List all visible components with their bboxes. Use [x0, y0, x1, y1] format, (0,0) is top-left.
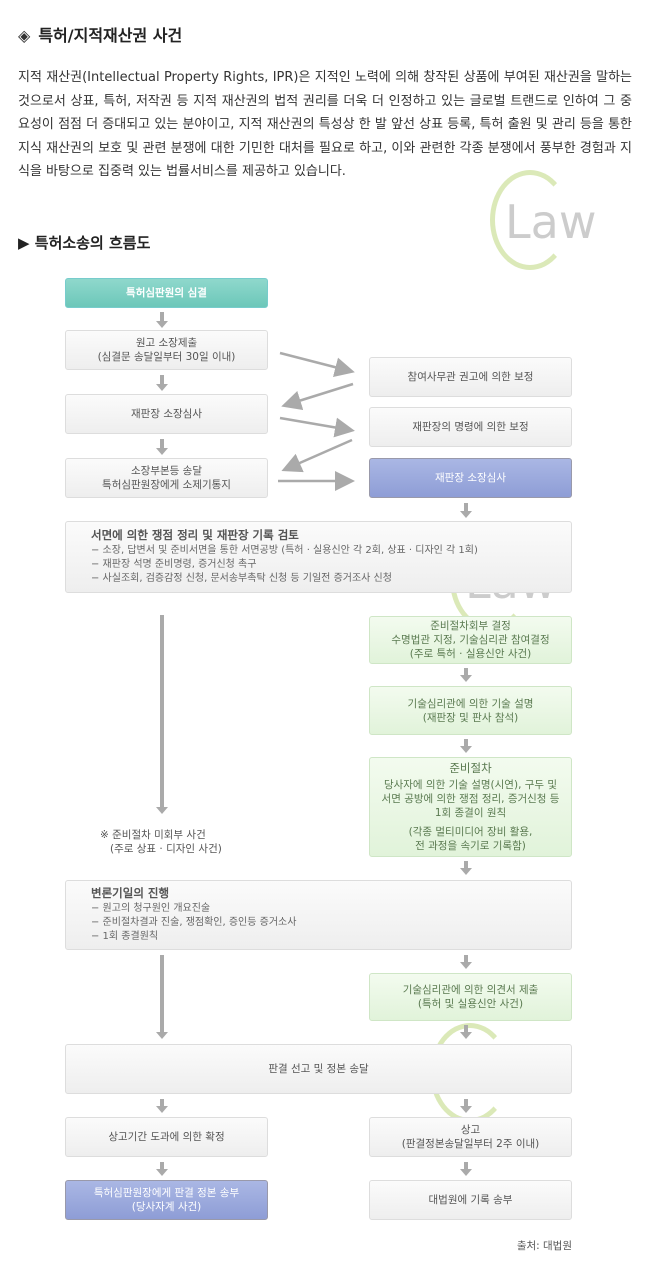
- flow-final: 상고기간 도과에 의한 확정: [65, 1117, 268, 1157]
- box-text: (판결정본송달일부터 2주 이내): [401, 1138, 540, 1150]
- box-text: 원고 소장제출: [135, 337, 198, 349]
- box-heading: 서면에 의한 쟁점 정리 및 재판장 기록 검토: [91, 528, 299, 542]
- box-item: − 준비절차결과 진술, 쟁점확인, 증인등 증거소사: [91, 917, 297, 928]
- box-text: (당사자계 사건): [131, 1201, 202, 1213]
- down-arrow-icon: [460, 1099, 472, 1113]
- box-text: 판결 선고 및 정본 송달: [268, 1063, 369, 1075]
- box-text: 특허심판원장에게 소제기통지: [102, 479, 231, 491]
- box-text: 재판장 소장심사: [435, 472, 506, 484]
- box-text: (각종 멀티미디어 장비 활용,: [408, 826, 533, 838]
- box-heading: 변론기일의 진행: [91, 886, 170, 900]
- note-text: (주로 상표 · 디자인 사건): [110, 843, 222, 855]
- no-prep-note: ※ 준비절차 미회부 사건 (주로 상표 · 디자인 사건): [100, 828, 222, 856]
- flow-review: 재판장 소장심사: [65, 394, 268, 434]
- box-text: (주로 특허 · 실용신안 사건): [409, 648, 532, 660]
- down-arrow-icon: [460, 1025, 472, 1039]
- box-text: 준비절차회부 결정: [430, 620, 511, 632]
- flow-send: 특허심판원장에게 판결 정본 송부 (당사자계 사건): [65, 1180, 268, 1220]
- source-note: 출처: 대법원: [516, 1240, 572, 1252]
- down-arrow-icon: [156, 439, 168, 455]
- box-text: 특허심판원장에게 판결 정본 송부: [93, 1187, 240, 1199]
- long-down-arrow-icon: [156, 955, 168, 1039]
- down-arrow-icon: [460, 739, 472, 753]
- flow-opinion: 기술심리관에 의한 의견서 제출 (특허 및 실용신안 사건): [369, 973, 572, 1021]
- section-heading: ▶ 특허소송의 흐름도: [18, 232, 150, 253]
- flow-supreme: 대법원에 기록 송부: [369, 1180, 572, 1220]
- box-text: 상고기간 도과에 의한 확정: [108, 1131, 225, 1143]
- section-text: 특허소송의 흐름도: [34, 234, 151, 252]
- down-arrow-icon: [460, 503, 472, 518]
- box-text: 수명법관 지정, 기술심리관 참여결정: [391, 634, 550, 646]
- box-text: (심결문 송달일부터 30일 이내): [97, 351, 236, 363]
- flow-start: 특허심판원의 심결: [65, 278, 268, 308]
- arrow-right: [279, 351, 355, 377]
- box-text: 참여사무관 권고에 의한 보정: [407, 371, 534, 383]
- box-text: 소장부본등 송달: [131, 465, 202, 477]
- down-arrow-icon: [156, 375, 168, 391]
- box-text: 당사자에 의한 기술 설명(시연), 구두 및: [383, 779, 558, 791]
- arrow-right: [279, 416, 355, 438]
- box-item: − 재판장 석명 준비명령, 증거신청 촉구: [91, 559, 257, 570]
- flow-filing: 원고 소장제출 (심결문 송달일부터 30일 이내): [65, 330, 268, 370]
- down-arrow-icon: [460, 861, 472, 875]
- down-arrow-icon: [156, 1099, 168, 1113]
- box-text: 재판장 소장심사: [131, 408, 202, 420]
- box-text: 서면 공방에 의한 쟁점 정리, 증거신청 등: [381, 793, 560, 805]
- flow-amend2: 재판장의 명령에 의한 보정: [369, 407, 572, 447]
- intro-paragraph: 지적 재산권(Intellectual Property Rights, IPR…: [18, 70, 632, 179]
- down-arrow-icon: [460, 1162, 472, 1176]
- arrow-left: [281, 438, 353, 473]
- arrow-left: [281, 382, 354, 411]
- box-heading: 준비절차: [449, 761, 492, 775]
- long-down-arrow-icon: [156, 615, 168, 814]
- box-item: − 사실조회, 검증감정 신청, 문서송부촉탁 신청 등 기일전 증거조사 신청: [91, 573, 392, 584]
- flow-tech-explain: 기술심리관에 의한 기술 설명(재판장 및 판사 참석): [369, 686, 572, 735]
- flow-review2: 재판장 소장심사: [369, 458, 572, 498]
- diamond-bullet-icon: ◈: [18, 26, 31, 45]
- flow-amend1: 참여사무관 권고에 의한 보정: [369, 357, 572, 397]
- down-arrow-icon: [156, 312, 168, 328]
- box-item: − 소장, 답변서 및 준비서면을 통한 서면공방 (특허 · 실용신안 각 2…: [91, 545, 478, 556]
- box-text: (특허 및 실용신안 사건): [417, 998, 524, 1010]
- flow-written: 서면에 의한 쟁점 정리 및 재판장 기록 검토 − 소장, 답변서 및 준비서…: [65, 521, 572, 593]
- flow-hearing: 변론기일의 진행 − 원고의 청구원인 개요진술 − 준비절차결과 진술, 쟁점…: [65, 880, 572, 950]
- box-text: (재판장 및 판사 참석): [422, 711, 519, 724]
- title-text: 특허/지적재산권 사건: [38, 26, 183, 45]
- watermark-logo: Law: [490, 170, 596, 270]
- box-text: 재판장의 명령에 의한 보정: [412, 421, 529, 433]
- down-arrow-icon: [156, 1162, 168, 1176]
- box-item: − 원고의 청구원인 개요진술: [91, 903, 211, 914]
- triangle-bullet-icon: ▶: [18, 234, 35, 252]
- box-text: 기술심리관에 의한 기술 설명: [407, 697, 534, 710]
- down-arrow-icon: [460, 955, 472, 969]
- box-text: 대법원에 기록 송부: [428, 1194, 513, 1206]
- page-title: ◈ 특허/지적재산권 사건: [18, 22, 182, 46]
- flow-appeal: 상고 (판결정본송달일부터 2주 이내): [369, 1117, 572, 1157]
- down-arrow-icon: [460, 668, 472, 682]
- box-text: 1회 종결이 원칙: [434, 807, 507, 819]
- note-text: ※ 준비절차 미회부 사건: [100, 829, 206, 841]
- box-text: 기술심리관에 의한 의견서 제출: [402, 984, 539, 996]
- box-text: 전 과정을 속기로 기록함): [415, 840, 526, 852]
- box-text: 특허심판원의 심결: [126, 287, 207, 299]
- flow-judgment: 판결 선고 및 정본 송달: [65, 1044, 572, 1094]
- box-item: − 1회 종결원칙: [91, 931, 159, 942]
- box-text: 상고: [460, 1124, 481, 1136]
